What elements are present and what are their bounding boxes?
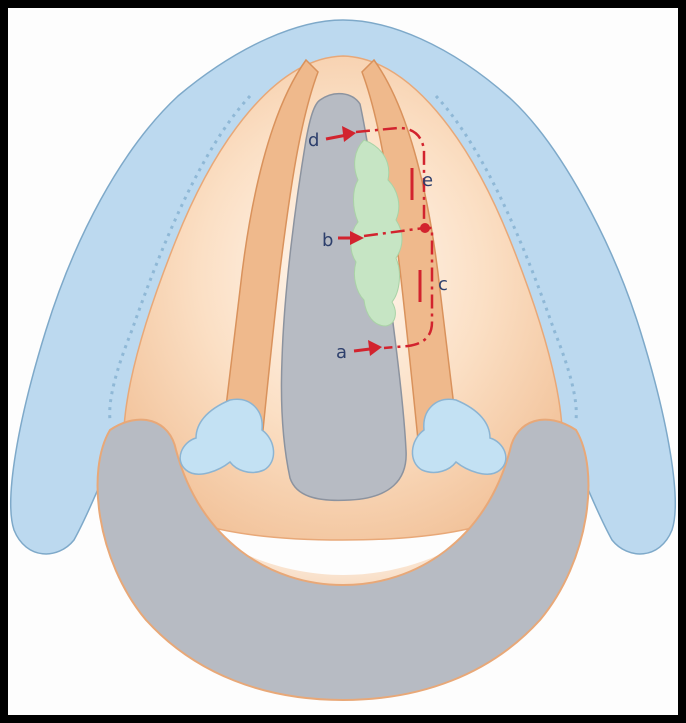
label-c: c <box>438 274 448 295</box>
label-e: e <box>422 170 433 191</box>
label-d: d <box>308 130 319 151</box>
label-a: a <box>336 342 347 363</box>
junction-marker <box>420 223 430 233</box>
label-b: b <box>322 230 333 251</box>
